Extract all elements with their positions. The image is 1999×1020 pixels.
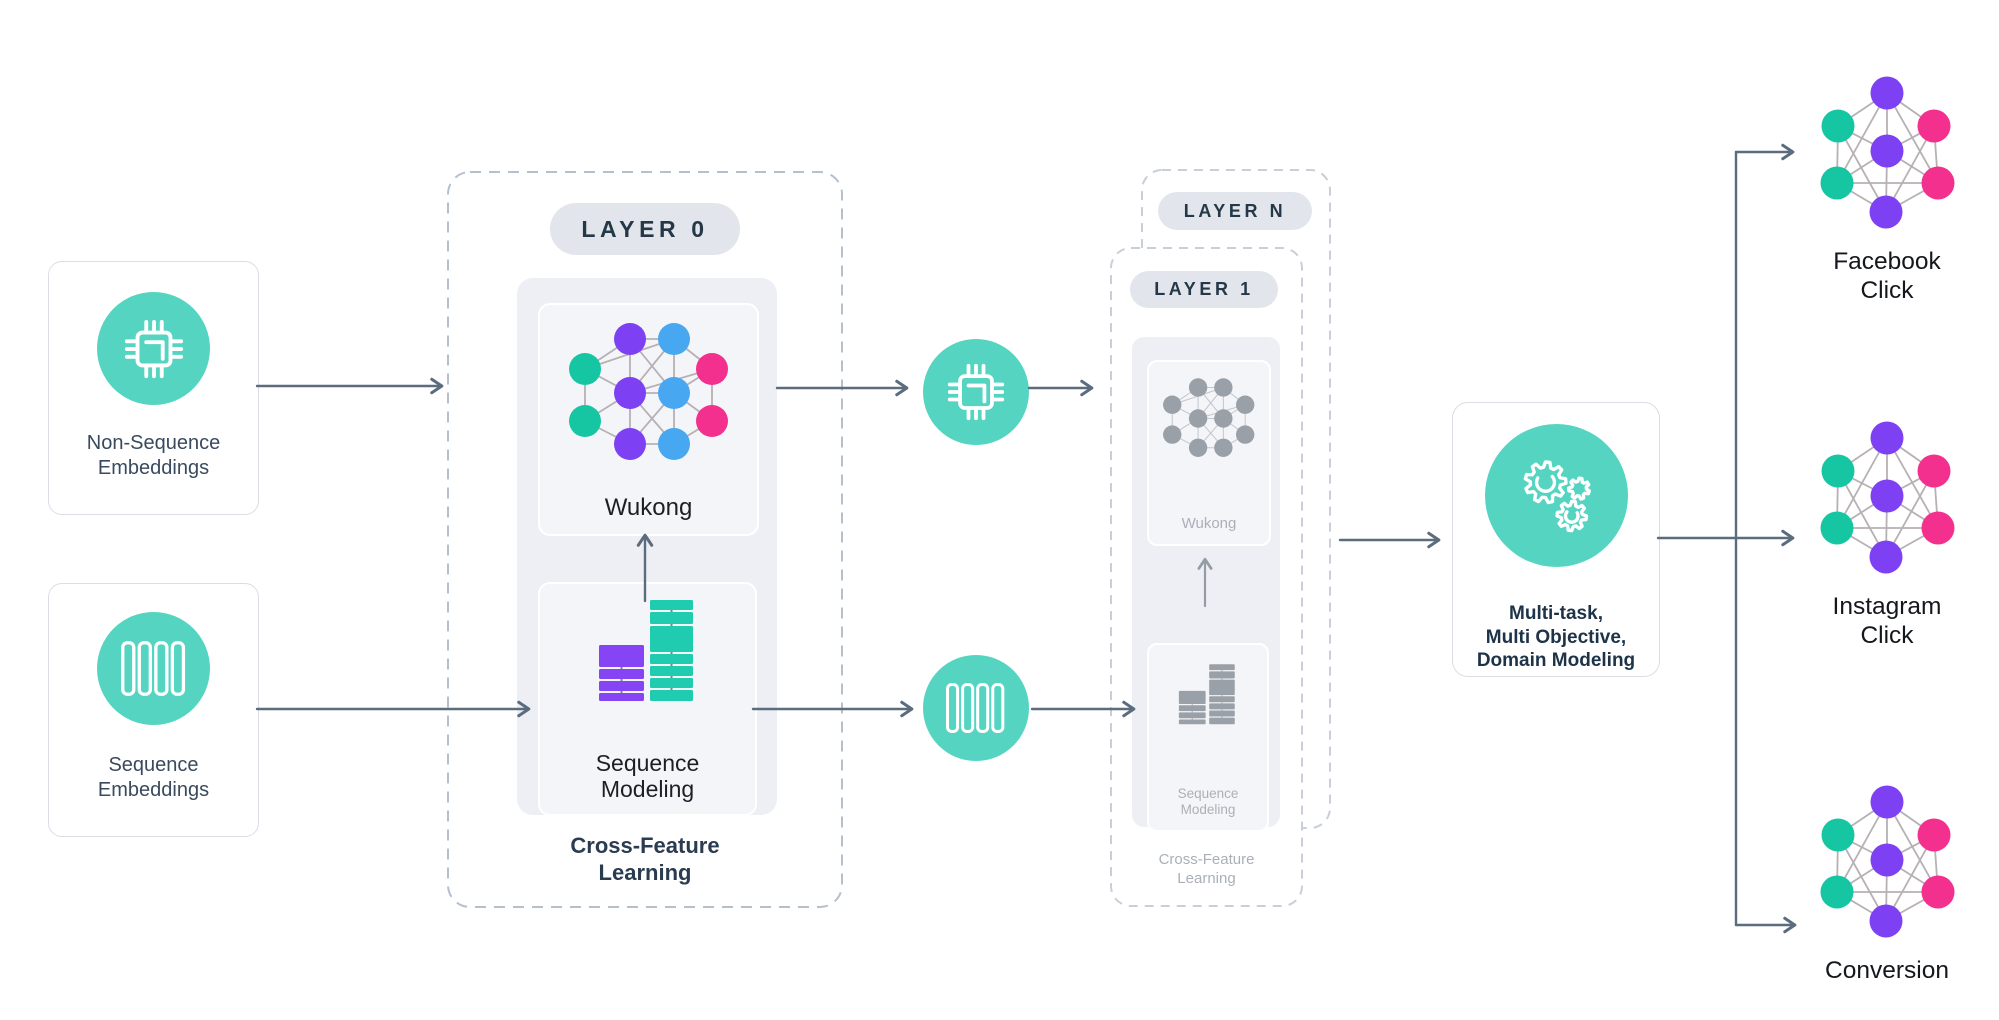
layer-1-wukong-card: Wukong [1147,360,1271,546]
layer-0-box [447,171,843,908]
label-line: Embeddings [97,779,210,801]
layer-1-sequence-modeling-card: Sequence Modeling [1147,643,1269,832]
label-line: Sequence [595,750,700,776]
wukong-network [564,319,734,467]
label-line: Cross-Feature [1158,851,1255,868]
sequence-modeling-graphic-gray [1177,663,1239,726]
multitask-label: Multi-task, Multi Objective, Domain Mode… [1453,602,1659,673]
layer-n-badge-label: LAYER N [1183,200,1287,221]
layer-n-badge: LAYER N [1158,192,1312,230]
label-line: Facebook [1833,248,1941,275]
label-line: Non-Sequence [86,432,221,454]
chip-icon [947,363,1005,421]
layer-0-badge: LAYER 0 [550,203,740,255]
chip-icon [124,319,183,378]
label-line: Multi Objective, [1485,626,1627,648]
label-line: Click [1860,622,1914,649]
neural-network-icon [1820,76,1955,229]
facebook-click-network [1818,66,1958,230]
input-box-sequence-embeddings: Sequence Embeddings [48,583,259,837]
label-line: Embeddings [97,457,210,479]
layer-0-badge-label: LAYER 0 [581,215,709,242]
sequence-modeling-graphic [596,598,700,704]
multitask-box: Multi-task, Multi Objective, Domain Mode… [1452,402,1660,677]
input-label-non-sequence: Non-Sequence Embeddings [87,431,220,481]
instagram-click-network [1818,411,1958,575]
instagram-click-label: Instagram Click [1777,592,1997,650]
sequence-bars-icon [598,600,693,701]
sequence-bars-icon-circle [923,655,1029,761]
conversion-network [1818,775,1958,939]
input-label-sequence: Sequence Embeddings [98,753,209,803]
label-line: Domain Modeling [1476,650,1636,671]
sequence-modeling-label: Sequence Modeling [1178,786,1239,818]
label-line: Learning [1177,870,1236,887]
wukong-label: Wukong [604,494,693,521]
facebook-click-label: Facebook Click [1777,247,1997,305]
wukong-card: Wukong [538,303,759,536]
gears-icon-circle [1484,424,1628,567]
label-line: Modeling [1180,802,1236,817]
layer-1-badge-label: LAYER 1 [1154,279,1254,299]
neural-network-icon [1163,378,1255,457]
sequence-modeling-card: Sequence Modeling [538,582,757,816]
wukong-label: Wukong [1181,515,1237,532]
label-line: Multi-task, [1509,603,1603,624]
wukong-network-gray [1160,376,1258,461]
sequence-modeling-label: Sequence Modeling [596,750,700,802]
input-box-non-sequence-embeddings: Non-Sequence Embeddings [48,261,259,515]
sequence-bars-icon-circle [97,612,210,725]
chip-icon-circle [923,339,1029,445]
neural-network-icon [568,323,728,460]
label-line: Conversion [1825,957,1949,984]
label-line: Click [1860,277,1914,304]
conversion-label: Conversion [1777,956,1997,985]
label-line: Learning [598,860,692,885]
chip-icon-circle [97,292,210,405]
layer-1-caption: Cross-Feature Learning [1111,850,1302,888]
neural-network-icon [1820,421,1955,574]
layer-0-caption: Cross-Feature Learning [448,832,842,886]
label-line: Cross-Feature [570,833,720,858]
sequence-bars-icon [946,683,1005,733]
label-line: Sequence [1177,786,1239,801]
sequence-bars-icon [120,641,185,696]
neural-network-icon [1820,785,1955,938]
label-line: Instagram [1832,593,1942,620]
sequence-bars-icon [1178,664,1235,725]
gears-icon [1523,459,1591,532]
label-line: Sequence [108,754,199,776]
layer-1-badge: LAYER 1 [1130,271,1278,308]
label-line: Modeling [600,776,695,802]
